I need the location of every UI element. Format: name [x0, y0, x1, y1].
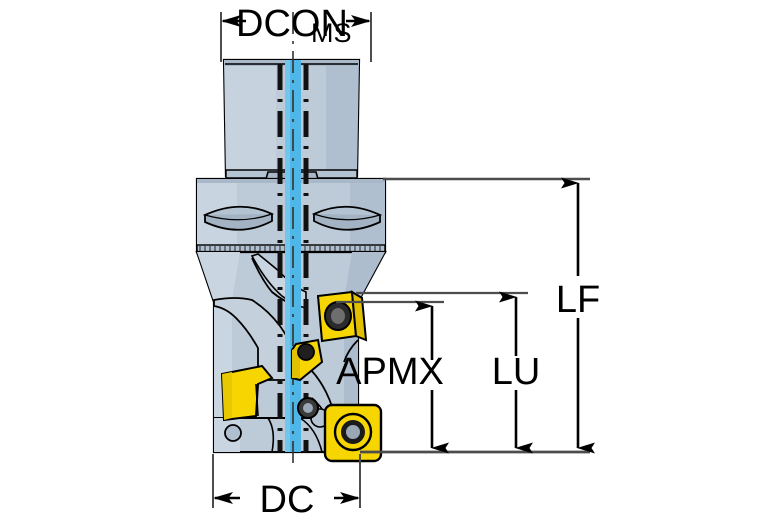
insert-lower-right — [323, 403, 383, 463]
dcon-label: DCON — [236, 3, 348, 45]
dcon-subscript-label: MS — [311, 18, 352, 48]
insert-middle-center — [291, 338, 324, 382]
insert-screw-lower — [297, 397, 319, 419]
dimension-lu: LU — [492, 291, 541, 454]
dimension-lf: LF — [556, 177, 600, 454]
drive-slot-right — [311, 205, 383, 231]
dimension-apmx: APMX — [336, 300, 449, 454]
lu-label: LU — [492, 351, 541, 393]
lf-label: LF — [556, 279, 600, 321]
end-face-hole — [224, 424, 242, 442]
dimension-dcon: DCON MS — [220, 3, 372, 62]
axis-centerline — [277, 12, 309, 470]
insert-screw — [297, 343, 315, 361]
apmx-label: APMX — [336, 351, 444, 393]
dc-label: DC — [260, 479, 315, 521]
insert-upper-right — [316, 290, 368, 343]
drive-slot-left — [202, 205, 275, 231]
insert-middle-left — [220, 364, 274, 422]
dimension-dc: DC — [212, 454, 361, 521]
